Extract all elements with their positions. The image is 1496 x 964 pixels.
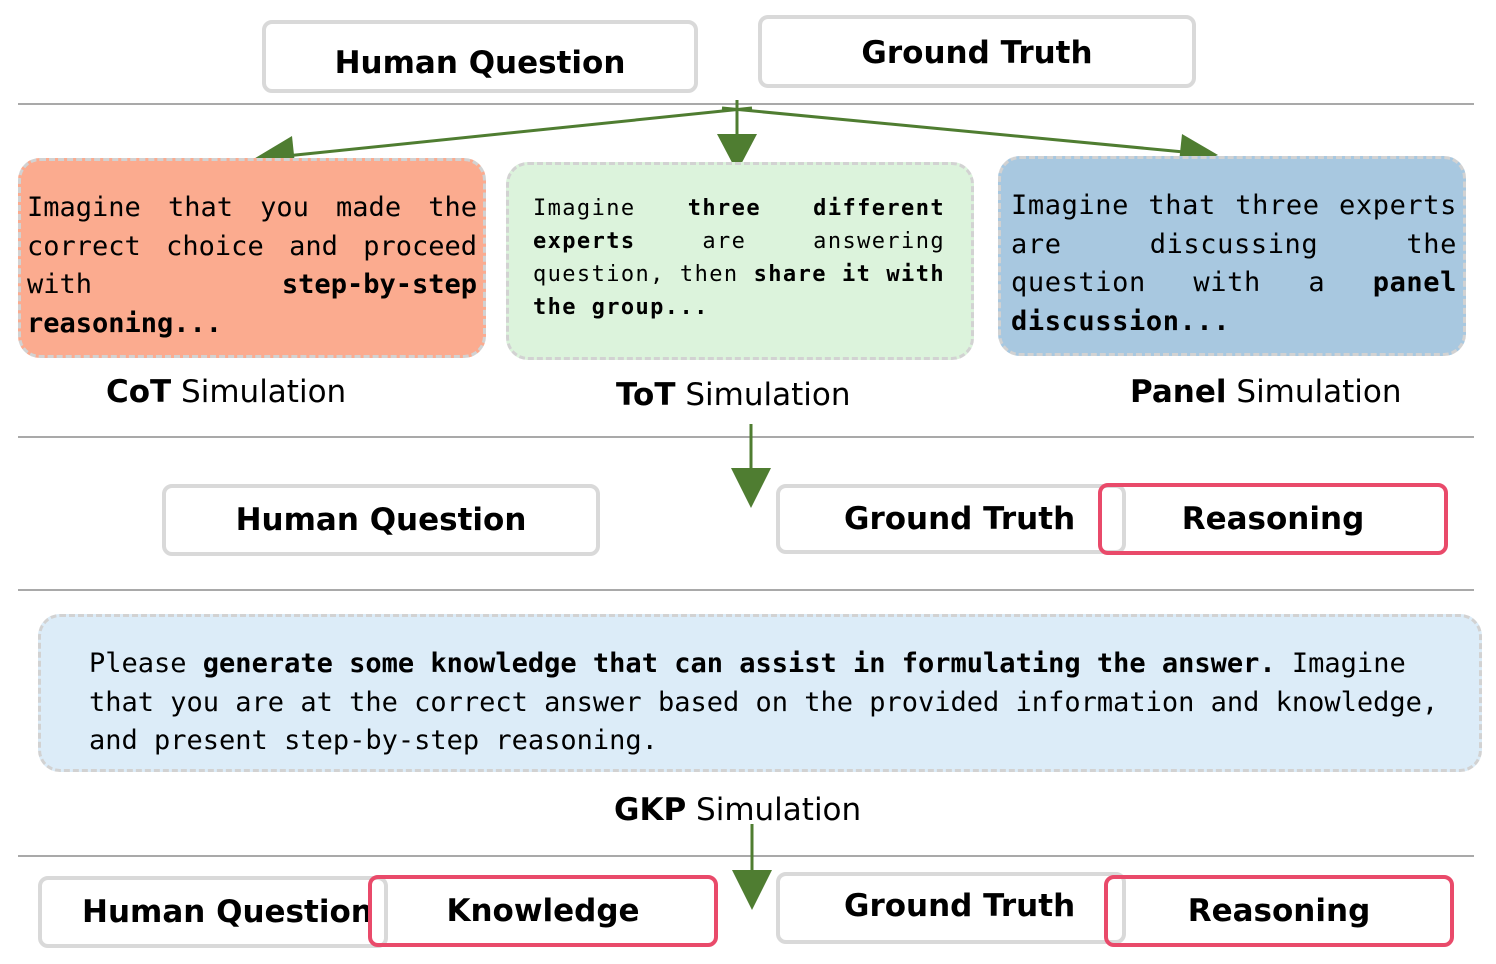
middle-reasoning-box: Reasoning	[1098, 483, 1448, 555]
tot-simulation-label: ToT Simulation	[616, 377, 850, 413]
bottom-reasoning-label: Reasoning	[1187, 893, 1371, 929]
middle-human-question-label: Human Question	[235, 502, 527, 538]
tot-prompt-bold-1: three different experts	[533, 196, 945, 254]
gkp-label-bold: GKP	[614, 792, 687, 828]
top-human-question-box: Human Question	[262, 20, 698, 93]
tot-prompt-bold-2: share it with the group...	[533, 262, 945, 320]
top-ground-truth-box: Ground Truth	[758, 15, 1196, 88]
divider-4	[18, 855, 1474, 857]
panel-prompt-bold: panel discussion...	[1011, 267, 1457, 337]
arrow-to-bottom-head	[732, 870, 772, 910]
gkp-label-rest: Simulation	[686, 792, 862, 828]
panel-label-bold: Panel	[1130, 374, 1227, 410]
panel-prompt-box: Imagine that three experts are discussin…	[998, 156, 1466, 356]
tot-prompt-text-2: are answering question, then	[533, 229, 945, 287]
panel-label-rest: Simulation	[1226, 374, 1402, 410]
arrow-to-middle-head	[731, 468, 771, 508]
middle-human-question-box: Human Question	[162, 484, 600, 556]
gkp-prompt-text: Please	[89, 648, 203, 679]
cot-prompt-bold: step-by-step reasoning...	[27, 269, 477, 339]
divider-2	[18, 436, 1474, 438]
bottom-reasoning-box: Reasoning	[1104, 875, 1454, 947]
divider-1	[18, 103, 1474, 105]
middle-ground-truth-box: Ground Truth	[776, 484, 1126, 554]
cot-prompt-box: Imagine that you made the correct choice…	[18, 158, 486, 358]
panel-prompt-text: Imagine that three experts are discussin…	[1011, 190, 1457, 298]
tot-prompt-box: Imagine three different experts are answ…	[506, 162, 974, 360]
gkp-prompt-bold: generate some knowledge that can assist …	[202, 648, 1276, 679]
tot-prompt-text-1: Imagine	[533, 196, 688, 221]
gkp-prompt-box: Please generate some knowledge that can …	[38, 614, 1482, 772]
bottom-human-question-label: Human Question	[82, 894, 373, 930]
gkp-simulation-label: GKP Simulation	[614, 792, 861, 828]
bottom-human-question-box: Human Question	[38, 876, 388, 948]
cot-label-bold: CoT	[106, 374, 172, 410]
middle-ground-truth-label: Ground Truth	[844, 501, 1076, 537]
arrow-to-cot-line	[285, 106, 753, 158]
bottom-ground-truth-label: Ground Truth	[844, 888, 1076, 924]
tot-label-bold: ToT	[616, 377, 676, 413]
panel-simulation-label: Panel Simulation	[1130, 374, 1402, 410]
arrow-to-tot-head	[717, 134, 757, 172]
top-ground-truth-label: Ground Truth	[861, 34, 1093, 71]
top-human-question-label: Human Question	[334, 44, 626, 81]
bottom-knowledge-box: Knowledge	[368, 875, 718, 947]
gkp-prompt-rest: Imagine that you are at the correct answ…	[89, 648, 1439, 756]
cot-label-rest: Simulation	[171, 374, 347, 410]
cot-simulation-label: CoT Simulation	[106, 374, 346, 410]
cot-prompt-text: Imagine that you made the correct choice…	[27, 192, 477, 300]
tot-label-rest: Simulation	[675, 377, 851, 413]
divider-3	[18, 589, 1474, 591]
arrow-to-panel-line	[721, 106, 1185, 154]
bottom-ground-truth-box: Ground Truth	[776, 872, 1126, 944]
middle-reasoning-label: Reasoning	[1181, 501, 1365, 537]
bottom-knowledge-label: Knowledge	[446, 893, 640, 929]
